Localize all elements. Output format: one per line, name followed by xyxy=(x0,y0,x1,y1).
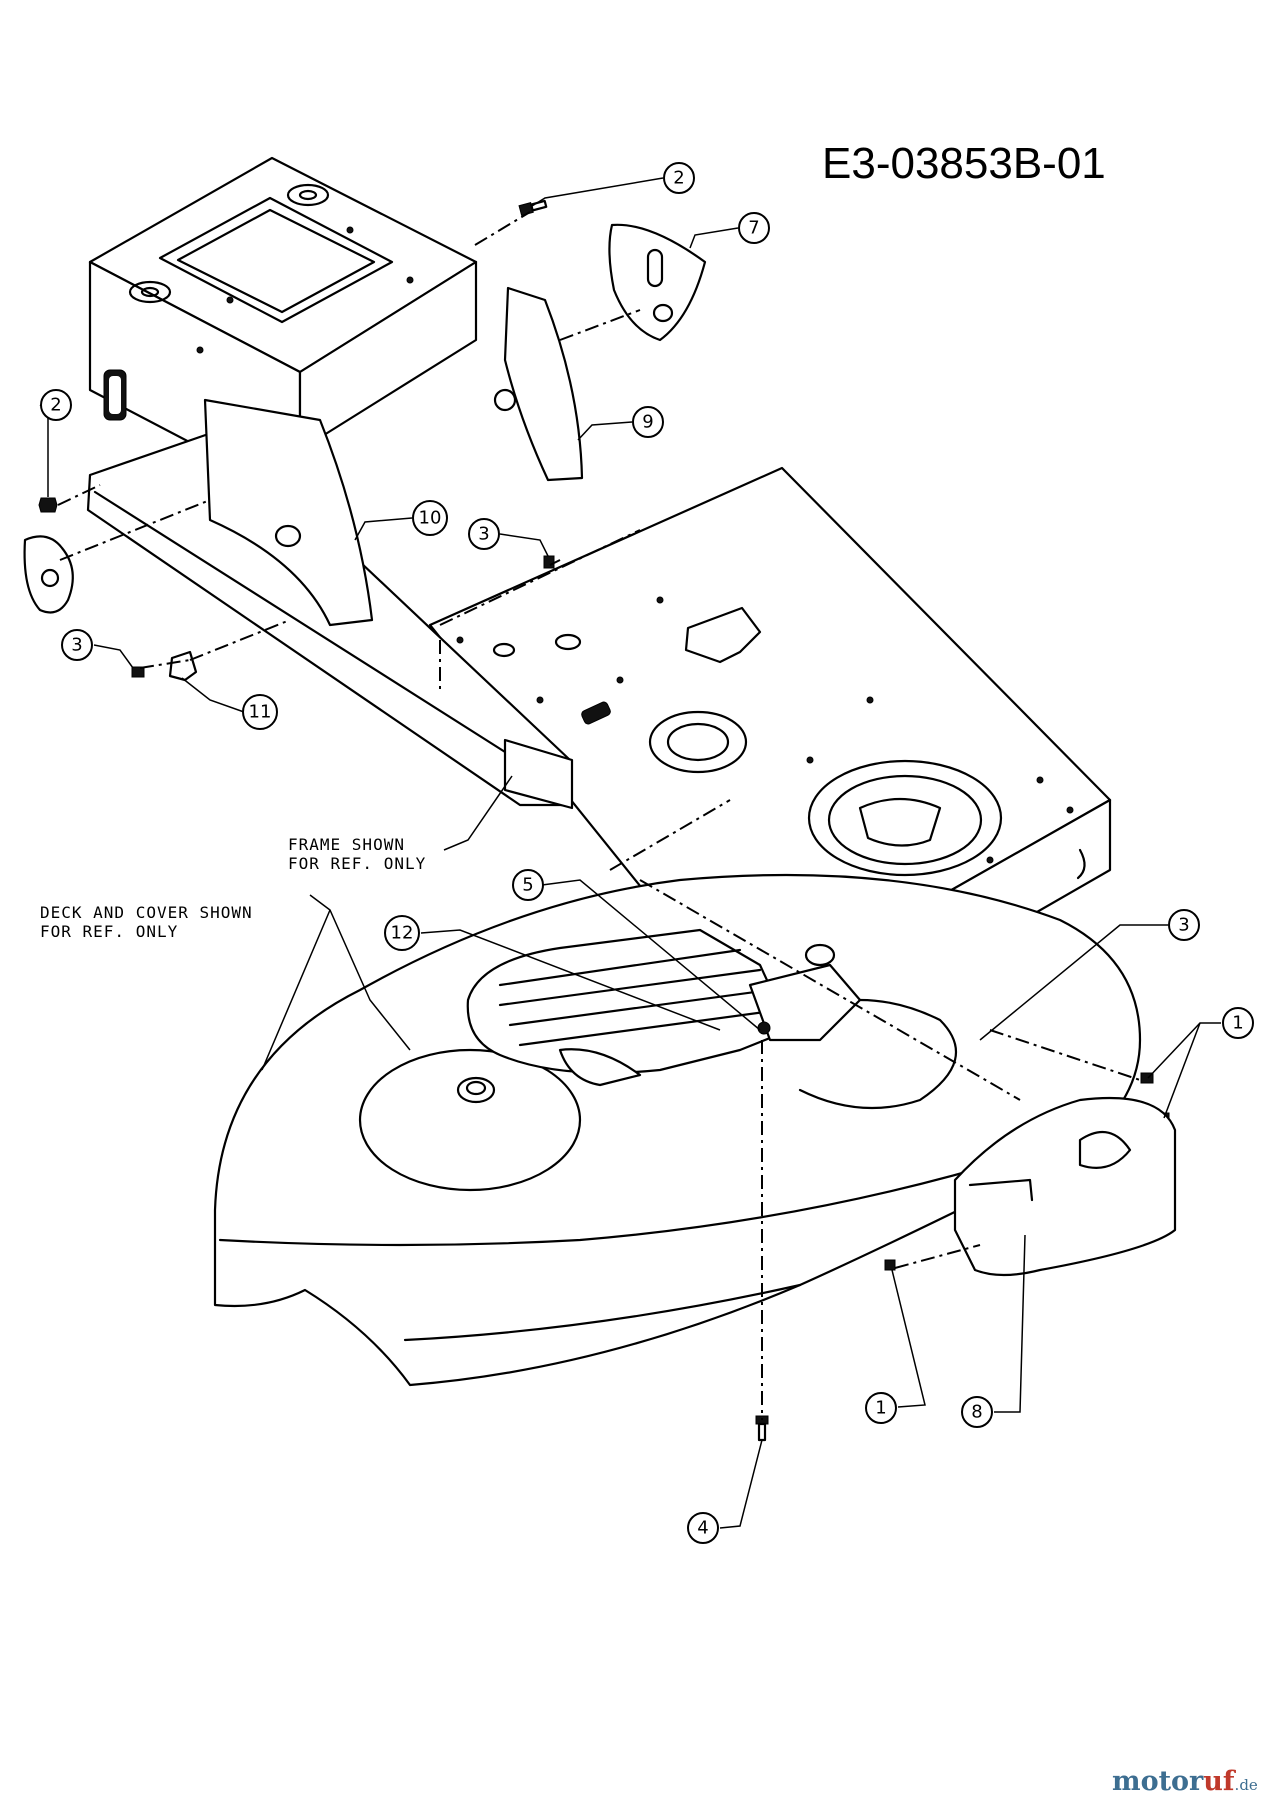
watermark-main: motor xyxy=(1112,1766,1204,1797)
svg-text:3: 3 xyxy=(71,635,82,656)
svg-text:5: 5 xyxy=(522,875,533,896)
callout-9: 9 xyxy=(632,406,664,438)
reference-lines xyxy=(57,211,1141,1420)
callout-3-mid: 3 xyxy=(468,518,500,550)
svg-text:1: 1 xyxy=(875,1398,886,1419)
callout-10: 10 xyxy=(412,500,448,536)
callout-8: 8 xyxy=(961,1396,993,1428)
watermark-accent: uf xyxy=(1203,1766,1237,1797)
mount-boss xyxy=(286,183,330,207)
svg-text:12: 12 xyxy=(391,923,414,944)
bolt-3-mid xyxy=(543,555,555,569)
frame-note: FRAME SHOWN FOR REF. ONLY xyxy=(288,835,426,873)
frame-top-opening xyxy=(158,196,394,324)
part-8-deflector xyxy=(953,1096,1177,1277)
svg-text:11: 11 xyxy=(249,702,272,723)
callout-12: 12 xyxy=(384,915,420,951)
deck-note-line2: FOR REF. ONLY xyxy=(40,922,178,941)
svg-text:3: 3 xyxy=(1178,915,1189,936)
svg-text:2: 2 xyxy=(50,395,61,416)
side-plate-9 xyxy=(503,286,584,482)
bolt-1-lower xyxy=(884,1259,896,1271)
callout-1-bottom: 1 xyxy=(865,1392,897,1424)
callout-11: 11 xyxy=(242,694,278,730)
spindle-left xyxy=(456,1076,496,1104)
svg-text:2: 2 xyxy=(673,168,684,189)
mower-deck xyxy=(213,873,1177,1387)
callout-3-left: 3 xyxy=(61,629,93,661)
bolt-2-left xyxy=(38,497,58,513)
frame-bracket xyxy=(684,606,762,664)
svg-text:1: 1 xyxy=(1232,1013,1243,1034)
watermark-logo: motoruf.de xyxy=(1112,1766,1258,1797)
deck-note-line1: DECK AND COVER SHOWN xyxy=(40,903,253,922)
rail-end-bracket xyxy=(503,738,574,810)
callout-7: 7 xyxy=(738,212,770,244)
deck-note: DECK AND COVER SHOWN FOR REF. ONLY xyxy=(40,903,253,941)
svg-text:4: 4 xyxy=(697,1518,708,1539)
callout-3-right: 3 xyxy=(1168,909,1200,941)
svg-text:8: 8 xyxy=(971,1402,982,1423)
diagram-id: E3-03853B-01 xyxy=(822,139,1106,188)
mount-boss xyxy=(128,280,172,304)
frame-opening-large xyxy=(807,759,1003,877)
svg-text:3: 3 xyxy=(478,524,489,545)
callout-2-left: 2 xyxy=(40,389,72,421)
svg-text:7: 7 xyxy=(748,218,759,239)
svg-text:10: 10 xyxy=(419,508,442,529)
callouts: 2 7 9 2 10 3 3 11 5 12 3 1 1 8 4 xyxy=(40,162,1254,1544)
blade-housing-left xyxy=(358,1048,582,1192)
watermark-suffix: .de xyxy=(1235,1776,1258,1794)
callout-1-right: 1 xyxy=(1222,1007,1254,1039)
frame-note-line1: FRAME SHOWN xyxy=(288,835,405,854)
frame-note-line2: FOR REF. ONLY xyxy=(288,854,426,873)
callout-5: 5 xyxy=(512,869,544,901)
callout-2-top: 2 xyxy=(663,162,695,194)
left-small-plate xyxy=(23,535,74,614)
deck-shell xyxy=(213,873,1142,1387)
svg-text:motoruf.de: motoruf.de xyxy=(1112,1766,1258,1797)
leader-lines xyxy=(39,177,1221,1529)
callout-4: 4 xyxy=(687,1512,719,1544)
frame-round-pad xyxy=(648,710,748,774)
svg-text:9: 9 xyxy=(642,412,653,433)
bolt-2-top xyxy=(518,199,548,217)
side-plate-10 xyxy=(203,398,374,627)
part-7-plate xyxy=(608,223,707,342)
frame-rivets xyxy=(196,226,1074,884)
bolt-3-left xyxy=(131,666,145,678)
bolt-1-upper xyxy=(1140,1072,1154,1084)
part-11-bracket xyxy=(168,650,198,682)
